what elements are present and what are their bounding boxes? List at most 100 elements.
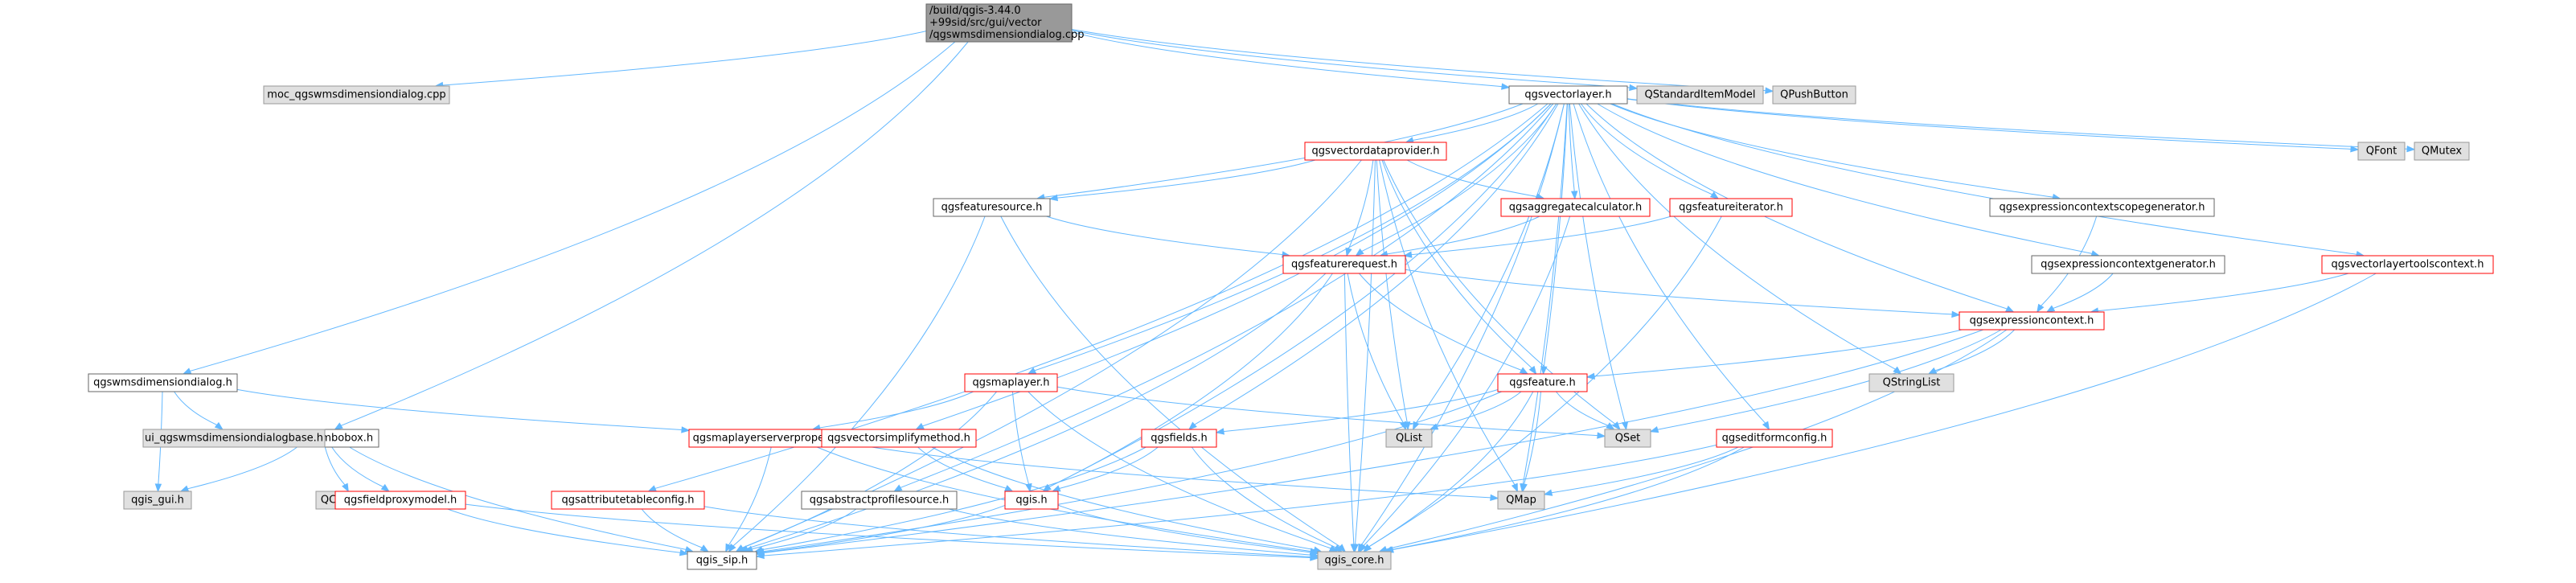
node-box	[687, 551, 757, 570]
edge-vectordataprovider-to-featurerequest	[1345, 159, 1374, 257]
edge-editformconfig-to-qmap	[1543, 446, 1739, 496]
node-label: QStandardItemModel	[1645, 89, 1756, 101]
node-qgis[interactable]: qgis.h	[1004, 491, 1059, 510]
node-label: qgsattributetableconfig.h	[561, 495, 694, 507]
node-vectorlayer[interactable]: qgsvectorlayer.h	[1508, 85, 1628, 105]
node-box	[1497, 373, 1588, 392]
edge-vectorlayer-to-exprcontext	[1585, 103, 2015, 313]
edge-root-to-moc	[434, 31, 927, 89]
edge-featureiterator-to-featurerequest	[1403, 216, 1672, 258]
node-featureiterator[interactable]: qgsfeatureiterator.h	[1669, 198, 1793, 217]
edge-maplayerserverprops-to-qmap	[860, 445, 1499, 502]
node-label: qgsmaplayer.h	[973, 377, 1050, 389]
node-qfont: QFont	[2357, 142, 2406, 161]
edge-aggregatecalc-to-featurerequest	[1379, 216, 1540, 257]
node-exprgen[interactable]: qgsexpressioncontextgenerator.h	[2031, 255, 2225, 274]
node-featurerequest[interactable]: qgsfeaturerequest.h	[1282, 255, 1406, 274]
edge-qgis-to-qgis_core	[1057, 504, 1319, 556]
node-label: QStringList	[1883, 377, 1941, 389]
node-aggregatecalc[interactable]: qgsaggregatecalculator.h	[1500, 198, 1651, 217]
node-box	[1508, 85, 1628, 105]
edge-root-to-qstdmodel	[1071, 30, 1639, 92]
edge-vectorlayer-to-vltoolscontext	[1611, 103, 2365, 258]
node-box	[801, 491, 958, 510]
edge-vectorlayer-to-qmutex	[1626, 98, 2416, 153]
node-label: qgis_gui.h	[131, 495, 184, 507]
node-wmsdimdialog[interactable]: qgswmsdimensiondialog.h	[88, 373, 238, 392]
node-vltoolscontext[interactable]: qgsvectorlayertoolscontext.h	[2321, 255, 2494, 274]
edge-vectorlayer-to-fields	[1188, 103, 1559, 430]
node-vectordataprovider[interactable]: qgsvectordataprovider.h	[1304, 142, 1447, 161]
edge-vectorlayer-to-abstractprofilesource	[893, 103, 1554, 492]
node-box	[88, 373, 238, 392]
node-box	[1004, 491, 1059, 510]
node-fieldproxymodel[interactable]: qgsfieldproxymodel.h	[334, 491, 466, 510]
node-box	[964, 373, 1058, 392]
node-box	[1604, 429, 1651, 448]
edge-featurerequest-to-qlist	[1347, 273, 1407, 431]
node-label: +99sid/src/gui/vector	[929, 17, 1042, 29]
edge-vectorlayer-to-qgis	[1042, 103, 1557, 492]
node-label: qgsvectorlayer.h	[1524, 89, 1611, 101]
node-root[interactable]: /build/qgis-3.44.0+99sid/src/gui/vector/…	[925, 3, 1085, 43]
edge-maplayerserverprops-to-qgis_sip	[725, 446, 772, 553]
node-label: qgsabstractprofilesource.h	[810, 495, 950, 507]
node-featuresource[interactable]: qgsfeaturesource.h	[933, 198, 1051, 217]
edges-layer	[154, 28, 2416, 561]
edge-feature-to-qset	[1556, 391, 1615, 430]
node-feature[interactable]: qgsfeature.h	[1497, 373, 1588, 392]
edge-maplayer-to-qgis	[1011, 391, 1032, 493]
node-qgis_gui: qgis_gui.h	[123, 491, 192, 510]
edge-vectordataprovider-to-feature	[1381, 159, 1537, 376]
node-editformconfig[interactable]: qgseditformconfig.h	[1716, 429, 1833, 448]
edge-vectorlayer-to-exprgen	[1597, 103, 2101, 257]
node-box	[1317, 551, 1392, 570]
edge-vectorlayer-to-qgis_core	[1357, 103, 1565, 553]
node-qmutex: QMutex	[2414, 142, 2470, 161]
node-label: qgis_sip.h	[696, 555, 748, 567]
node-qgis_sip[interactable]: qgis_sip.h	[687, 551, 757, 570]
node-moc: moc_qgswmsdimensiondialog.cpp	[263, 85, 450, 105]
node-ui_base: ui_qgswmsdimensiondialogbase.h	[142, 429, 326, 448]
node-fields[interactable]: qgsfields.h	[1141, 429, 1217, 448]
node-box	[1636, 85, 1764, 105]
node-qset: QSet	[1604, 429, 1651, 448]
node-label: QFont	[2366, 146, 2398, 158]
edge-abstractprofilesource-to-qgis_sip	[744, 508, 857, 552]
node-box	[1141, 429, 1217, 448]
node-box	[551, 491, 705, 510]
edge-vectorsimplify-to-qgis	[917, 446, 1014, 492]
node-box	[2321, 255, 2494, 274]
node-label: /build/qgis-3.44.0	[929, 5, 1021, 17]
edge-vltoolscontext-to-exprcontext	[2090, 273, 2349, 314]
node-box	[1959, 311, 2105, 331]
node-box	[1304, 142, 1447, 161]
edge-feature-to-qlist	[1429, 391, 1522, 430]
node-label: qgsvectorlayertoolscontext.h	[2332, 259, 2484, 271]
node-box	[334, 491, 466, 510]
node-exprcontext[interactable]: qgsexpressioncontext.h	[1959, 311, 2105, 331]
node-vectorsimplify[interactable]: qgsvectorsimplifymethod.h	[821, 429, 977, 448]
edge-vectorlayer-to-feature	[1540, 103, 1569, 376]
node-maplayer[interactable]: qgsmaplayer.h	[964, 373, 1058, 392]
node-qstringlist: QStringList	[1868, 373, 1955, 392]
node-label: qgsfeaturerequest.h	[1291, 259, 1397, 271]
node-qgis_core: qgis_core.h	[1317, 551, 1392, 570]
edge-vectordataprovider-to-qgis_core	[1352, 159, 1376, 553]
edge-abstractprofilesource-to-qgis_core	[949, 508, 1319, 559]
node-box	[2414, 142, 2470, 161]
edge-vectorlayer-to-editformconfig	[1573, 103, 1770, 431]
node-attrtableconfig[interactable]: qgsattributetableconfig.h	[551, 491, 705, 510]
node-box	[933, 198, 1051, 217]
edge-root-to-vectorlayer	[1071, 31, 1511, 90]
node-box	[1772, 85, 1856, 105]
edge-vectorlayer-to-vectordataprovider	[1405, 103, 1539, 144]
edge-featurerequest-to-feature	[1359, 273, 1529, 375]
node-exprscopegen[interactable]: qgsexpressioncontextscopegenerator.h	[1989, 198, 2215, 217]
node-qlist: QList	[1385, 429, 1433, 448]
edge-fields-to-qgis_core	[1191, 446, 1343, 552]
node-label: qgsfeatureiterator.h	[1679, 202, 1783, 214]
edge-wmsdimdialog-to-ui_base	[174, 391, 224, 430]
node-maplayerserverprops[interactable]: qgsmaplayerserverproperties.h	[688, 429, 862, 448]
node-abstractprofilesource[interactable]: qgsabstractprofilesource.h	[801, 491, 958, 510]
